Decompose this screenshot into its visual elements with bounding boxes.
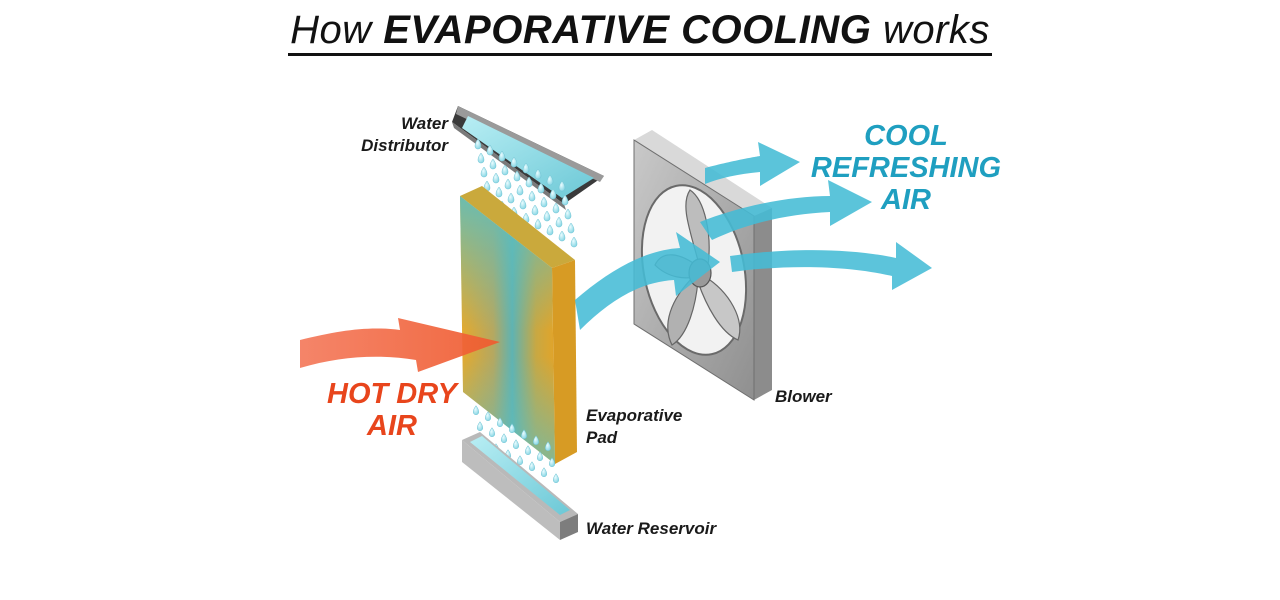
droplet-icon xyxy=(528,190,536,202)
hot-air-arrow xyxy=(300,318,500,372)
evaporative-pad xyxy=(460,186,577,464)
droplet-icon xyxy=(521,429,527,439)
cool-refreshing-air-label: COOL REFRESHING AIR xyxy=(802,120,1010,216)
arrow-right-icon xyxy=(700,180,872,240)
droplet-icon xyxy=(533,435,539,445)
droplet-icon xyxy=(570,236,578,248)
droplet-icon xyxy=(489,427,495,437)
droplet-icon xyxy=(534,218,542,230)
droplet-icon xyxy=(567,222,575,234)
title-suffix: works xyxy=(882,8,990,52)
droplet-icon xyxy=(564,208,572,220)
cool-air-arrows xyxy=(575,142,932,330)
droplet-icon xyxy=(545,441,551,451)
hot-dry-air-label: HOT DRY AIR xyxy=(300,378,484,442)
droplet-icon xyxy=(492,172,500,184)
water-reservoir-label: Water Reservoir xyxy=(586,519,717,538)
arrow-right-icon xyxy=(730,242,932,290)
hot-dry-air-label-line2: AIR xyxy=(367,410,417,442)
cool-air-label-line3: AIR xyxy=(881,184,931,216)
droplet-icon xyxy=(553,473,559,483)
droplet-icon xyxy=(485,411,491,421)
water-reservoir xyxy=(462,432,578,540)
arrow-right-icon xyxy=(575,232,720,330)
droplet-icon xyxy=(501,164,509,176)
droplet-icon xyxy=(474,138,482,150)
droplet-icon xyxy=(529,461,535,471)
page-title: How EVAPORATIVE COOLING works xyxy=(0,8,1280,56)
title-emphasis: EVAPORATIVE COOLING xyxy=(383,8,872,52)
droplet-icon xyxy=(552,202,560,214)
droplet-icon xyxy=(498,150,506,162)
droplet-icon xyxy=(540,196,548,208)
droplet-icon xyxy=(558,230,566,242)
droplet-icon xyxy=(534,168,542,180)
water-distributor-label-line1: Water xyxy=(401,114,448,133)
droplet-icon xyxy=(543,210,551,222)
droplet-icon xyxy=(480,166,488,178)
droplet-icon xyxy=(525,176,533,188)
droplet-icon xyxy=(541,467,547,477)
droplet-icon xyxy=(477,421,483,431)
droplet-icon xyxy=(495,186,503,198)
water-distributor-label: Water Distributor xyxy=(330,113,448,157)
water-distributor-label-line2: Distributor xyxy=(361,136,448,155)
droplet-icon xyxy=(525,445,531,455)
evaporative-pad-label-line2: Pad xyxy=(586,428,618,447)
droplet-icon xyxy=(504,178,512,190)
droplet-icon xyxy=(517,455,523,465)
droplet-icon xyxy=(549,188,557,200)
droplet-icon xyxy=(537,182,545,194)
droplet-icon xyxy=(507,192,515,204)
droplet-icon xyxy=(531,204,539,216)
droplet-icon xyxy=(522,162,530,174)
title-prefix: How xyxy=(290,8,372,52)
droplet-icon xyxy=(558,180,566,192)
droplet-icon xyxy=(501,433,507,443)
hot-dry-air-label-line1: HOT DRY xyxy=(327,378,457,410)
droplet-icon xyxy=(513,170,521,182)
droplet-icon xyxy=(555,216,563,228)
droplet-icon xyxy=(516,184,524,196)
blower-label: Blower xyxy=(775,387,832,406)
droplet-icon xyxy=(549,457,555,467)
droplet-icon xyxy=(546,174,554,186)
droplet-icon xyxy=(489,158,497,170)
evaporative-pad-label-line1: Evaporative xyxy=(586,406,683,425)
droplet-icon xyxy=(473,405,479,415)
droplet-icon xyxy=(546,224,554,236)
droplet-icon xyxy=(477,152,485,164)
cool-air-label-line1: COOL xyxy=(864,120,948,152)
arrow-right-icon xyxy=(705,142,800,186)
water-distributor xyxy=(452,106,604,210)
droplet-icon xyxy=(497,417,503,427)
droplet-icon xyxy=(510,156,518,168)
droplet-icon xyxy=(519,198,527,210)
droplet-icon xyxy=(513,439,519,449)
droplet-icon xyxy=(509,423,515,433)
droplet-icon xyxy=(486,144,494,156)
droplet-icon xyxy=(537,451,543,461)
cool-air-label-line2: REFRESHING xyxy=(810,152,1002,184)
evaporative-pad-label: Evaporative Pad xyxy=(586,405,682,449)
droplet-icon xyxy=(561,194,569,206)
water-drops-bottom xyxy=(473,405,559,483)
